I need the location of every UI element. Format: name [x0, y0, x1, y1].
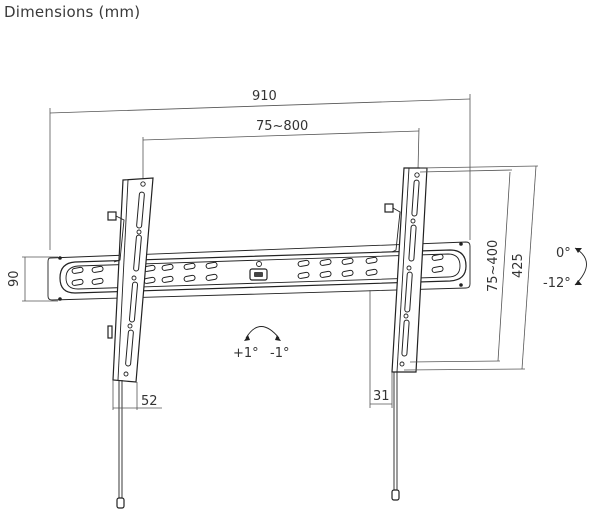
tilt-bottom-label: -12°	[543, 276, 571, 291]
wall-plate	[47, 241, 471, 301]
dimension-plate-height: 90	[7, 256, 58, 302]
dimension-right-depth: 31	[369, 290, 393, 408]
left-tv-arm	[107, 177, 154, 509]
diagram-title: Dimensions (mm)	[4, 3, 141, 21]
vesa-vertical-label: 75~400	[486, 240, 501, 292]
plate-height-label: 90	[7, 270, 22, 287]
dimension-vesa-vertical: 75~400	[409, 169, 513, 363]
right-depth-label: 31	[373, 389, 390, 404]
dimension-vesa-horizontal: 75~800	[142, 119, 420, 180]
vesa-horizontal-label: 75~800	[256, 119, 308, 134]
bubble-level-icon	[249, 261, 268, 281]
level-adjust-indicator: +1° -1°	[233, 326, 289, 361]
dimension-left-depth: 52	[112, 380, 162, 410]
tilt-range-indicator: 0° -12°	[543, 246, 587, 291]
tilt-top-label: 0°	[556, 246, 571, 261]
level-minus-label: -1°	[270, 346, 289, 361]
left-depth-label: 52	[141, 394, 158, 409]
level-plus-label: +1°	[233, 346, 259, 361]
plate-slots	[71, 253, 444, 286]
arm-height-label: 425	[511, 253, 526, 278]
dimension-arm-height: 425	[403, 165, 539, 371]
overall-width-label: 910	[252, 89, 277, 104]
right-tv-arm	[384, 167, 428, 501]
